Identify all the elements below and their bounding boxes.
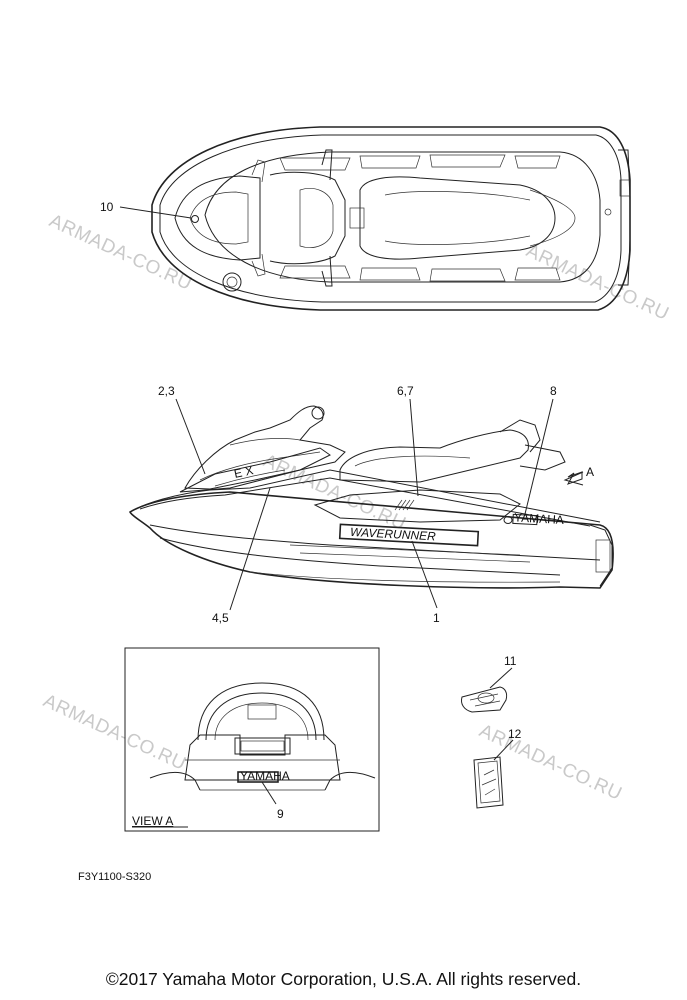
diagram-code: F3Y1100-S320 <box>78 871 152 883</box>
watermark: ARMADA-CO.RU <box>523 240 672 324</box>
callout-1: 1 <box>433 611 440 625</box>
part-11-decal: 11 <box>461 654 517 713</box>
callout-8: 8 <box>550 384 557 398</box>
callout-6-7: 6,7 <box>397 384 414 398</box>
view-a-panel: YAMAHA 9 VIEW A <box>124 647 380 832</box>
yamaha-decal-text: YAMAHA <box>514 510 564 527</box>
part-12-sticker: 12 <box>473 727 522 809</box>
watermark: ARMADA-CO.RU <box>46 210 195 294</box>
callout-2-3: 2,3 <box>158 384 175 398</box>
callout-11: 11 <box>504 654 517 668</box>
arrow-a-label: A <box>586 465 594 479</box>
svg-text:E X: E X <box>233 463 255 481</box>
callout-9: 9 <box>277 807 284 821</box>
waverunner-decal-text: WAVERUNNER <box>350 525 437 543</box>
copyright-notice: ©2017 Yamaha Motor Corporation, U.S.A. A… <box>105 969 582 989</box>
callout-10: 10 <box>100 200 114 214</box>
view-a-yamaha-decal-text: YAMAHA <box>240 769 290 783</box>
view-a-label: VIEW A <box>132 814 173 828</box>
watermarks: ARMADA-CO.RU ARMADA-CO.RU ARMADA-CO.RU A… <box>40 210 672 804</box>
side-view-watercraft: E X WAVERUNNER YAMAHA 2,3 6,7 8 4,5 1 A <box>128 384 614 625</box>
watermark: ARMADA-CO.RU <box>476 720 625 804</box>
callout-12: 12 <box>508 727 522 741</box>
top-view-watercraft: 10 <box>100 126 631 311</box>
callout-4-5: 4,5 <box>212 611 229 625</box>
watermark: ARMADA-CO.RU <box>40 690 189 774</box>
